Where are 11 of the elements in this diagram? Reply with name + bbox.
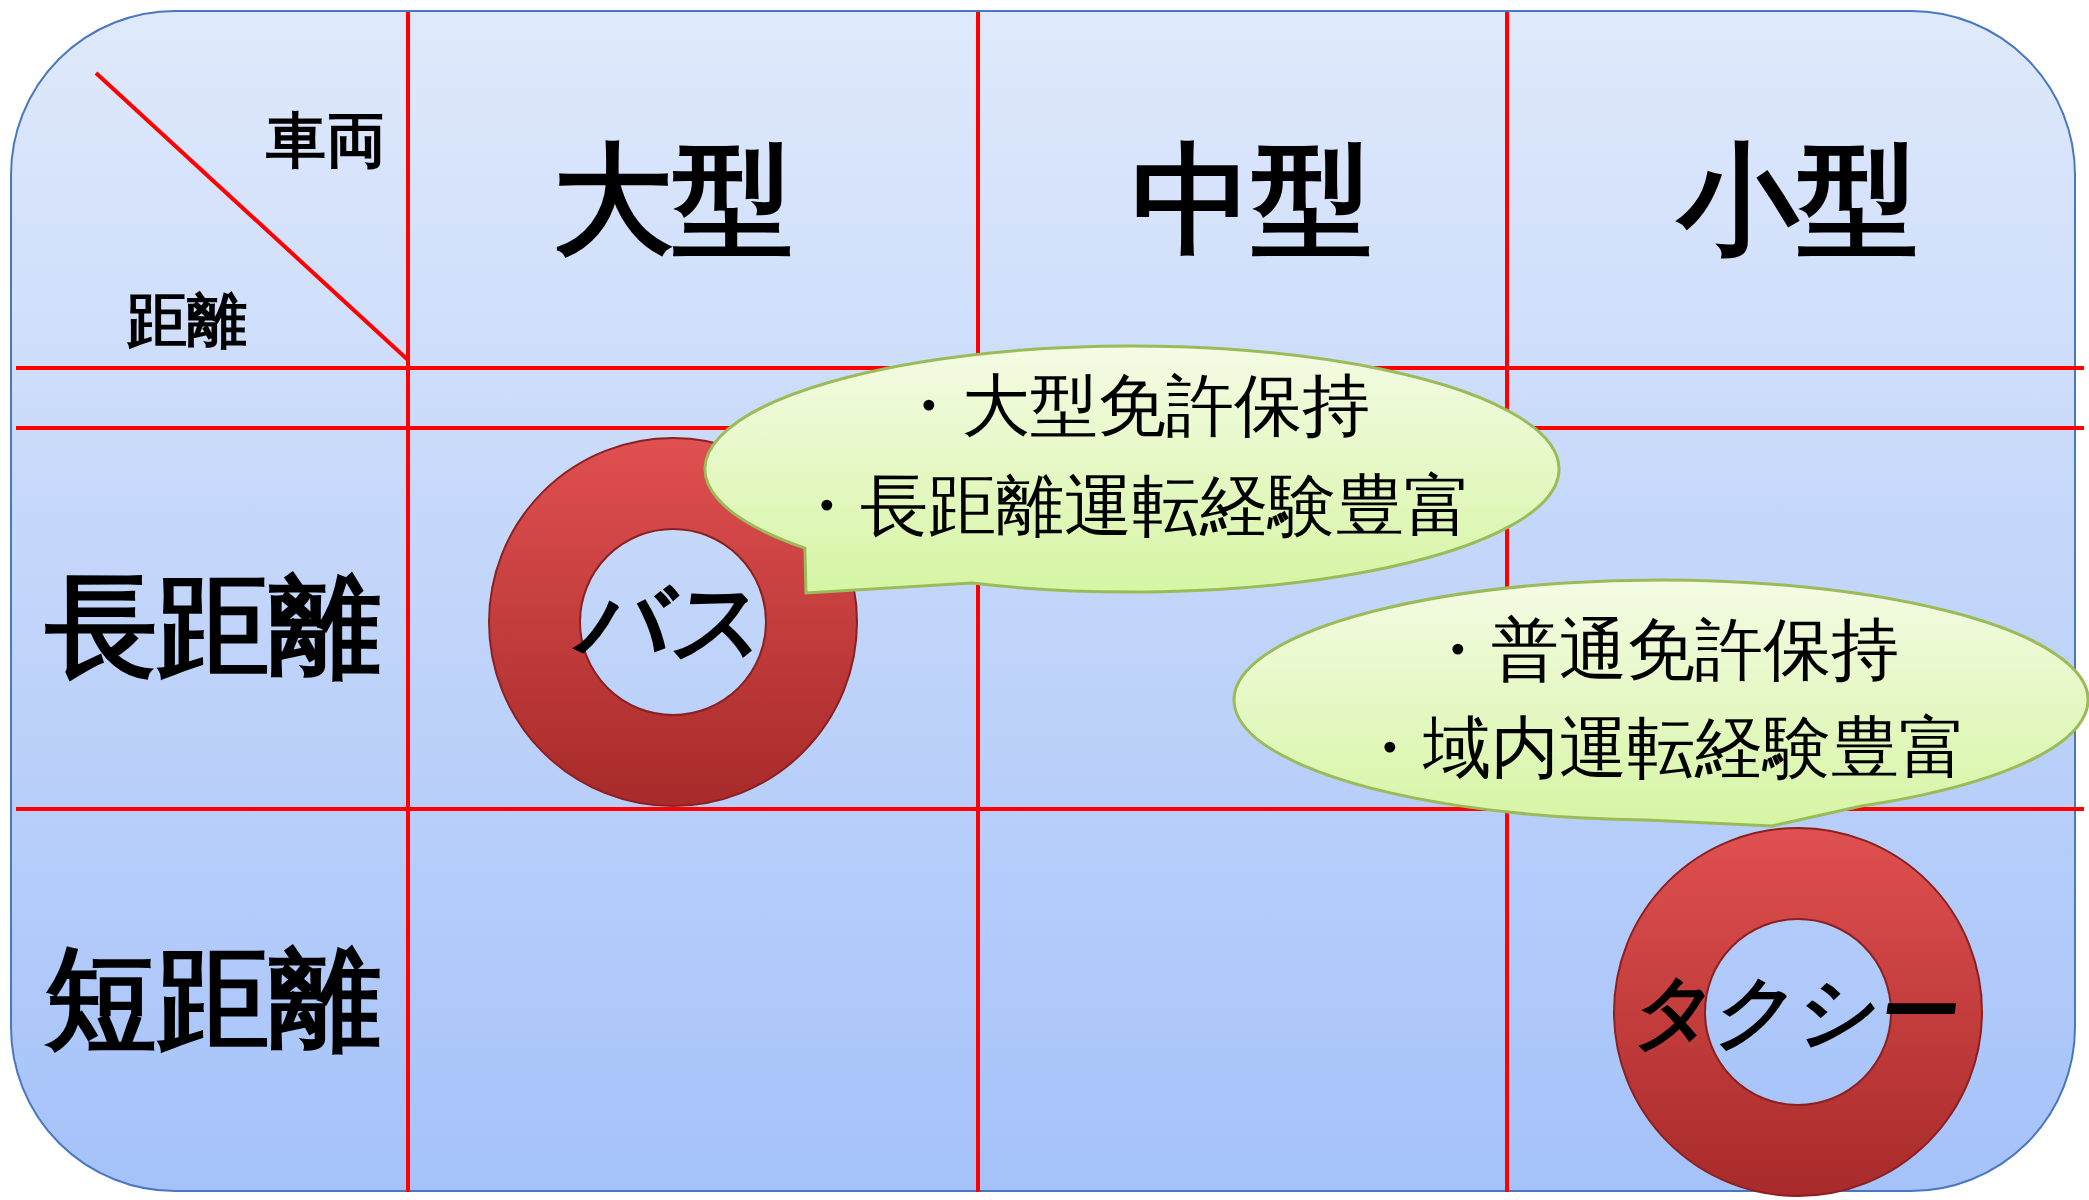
column-header: 中型	[1132, 140, 1372, 260]
column-header: 大型	[553, 140, 793, 260]
requirement-text: ・普通免許保持	[1423, 616, 1899, 684]
axis-label: 距離	[127, 290, 247, 350]
requirement-text: ・大型免許保持	[894, 372, 1370, 440]
requirement-text: ・域内運転経験豊富	[1355, 714, 1967, 782]
row-header: 短距離	[45, 943, 381, 1055]
requirement-text: ・長距離運転経験豊富	[792, 472, 1472, 540]
speech-bubble	[1234, 580, 2088, 826]
axis-label: 車両	[266, 110, 386, 170]
row-header: 長距離	[45, 570, 381, 682]
